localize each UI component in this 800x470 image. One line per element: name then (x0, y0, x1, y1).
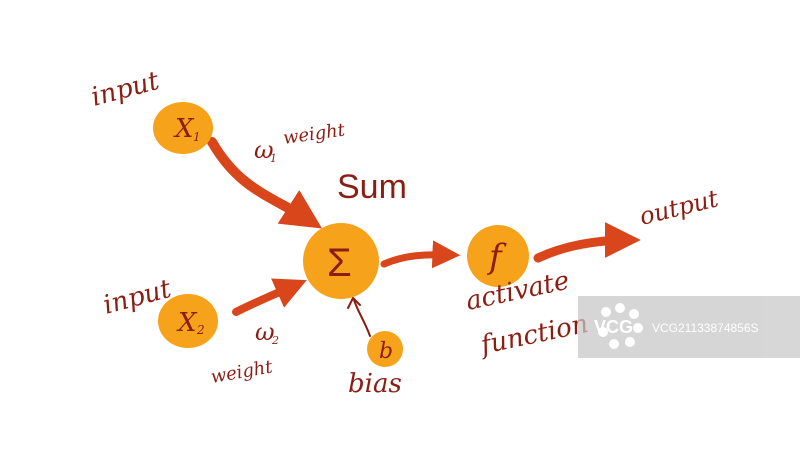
x2-subscript: 2 (196, 323, 205, 337)
watermark-brand: VCG (594, 317, 633, 337)
weight-2-label: weight (209, 356, 275, 388)
arrow-f-to-output (533, 222, 641, 263)
bias-symbol: b (379, 339, 393, 364)
node-f (467, 225, 529, 287)
x1-subscript: 1 (193, 130, 201, 144)
node-x1 (153, 102, 213, 154)
w1-label: ω (254, 136, 274, 164)
arrow-bias-to-sum (353, 299, 371, 337)
node-sum (303, 223, 379, 299)
weight-1-label: weight (282, 119, 347, 149)
x1-label: X (173, 114, 195, 144)
bias-label: bias (348, 369, 402, 399)
sigma-icon: Σ (327, 241, 352, 285)
node-x2 (158, 294, 218, 348)
x2-label: X (176, 308, 198, 338)
output-label: output (637, 184, 722, 231)
w2-label: ω (255, 318, 275, 346)
arrow-x1-to-sum (207, 137, 323, 229)
input-1-label: input (88, 66, 163, 113)
arrow-bias-head (347, 296, 361, 309)
arrow-x2-to-sum (232, 278, 307, 316)
arrow-sum-to-f (380, 240, 461, 269)
watermark-code: VCG21133874856S (652, 321, 759, 335)
node-bias (367, 331, 403, 367)
sum-title: Sum (337, 168, 407, 206)
w2-subscript: 2 (271, 334, 279, 347)
watermark: VCG VCG21133874856S (578, 296, 800, 358)
vcg-logo-icon (598, 303, 643, 349)
w1-subscript: 1 (270, 152, 277, 165)
function-label: function (476, 309, 591, 361)
